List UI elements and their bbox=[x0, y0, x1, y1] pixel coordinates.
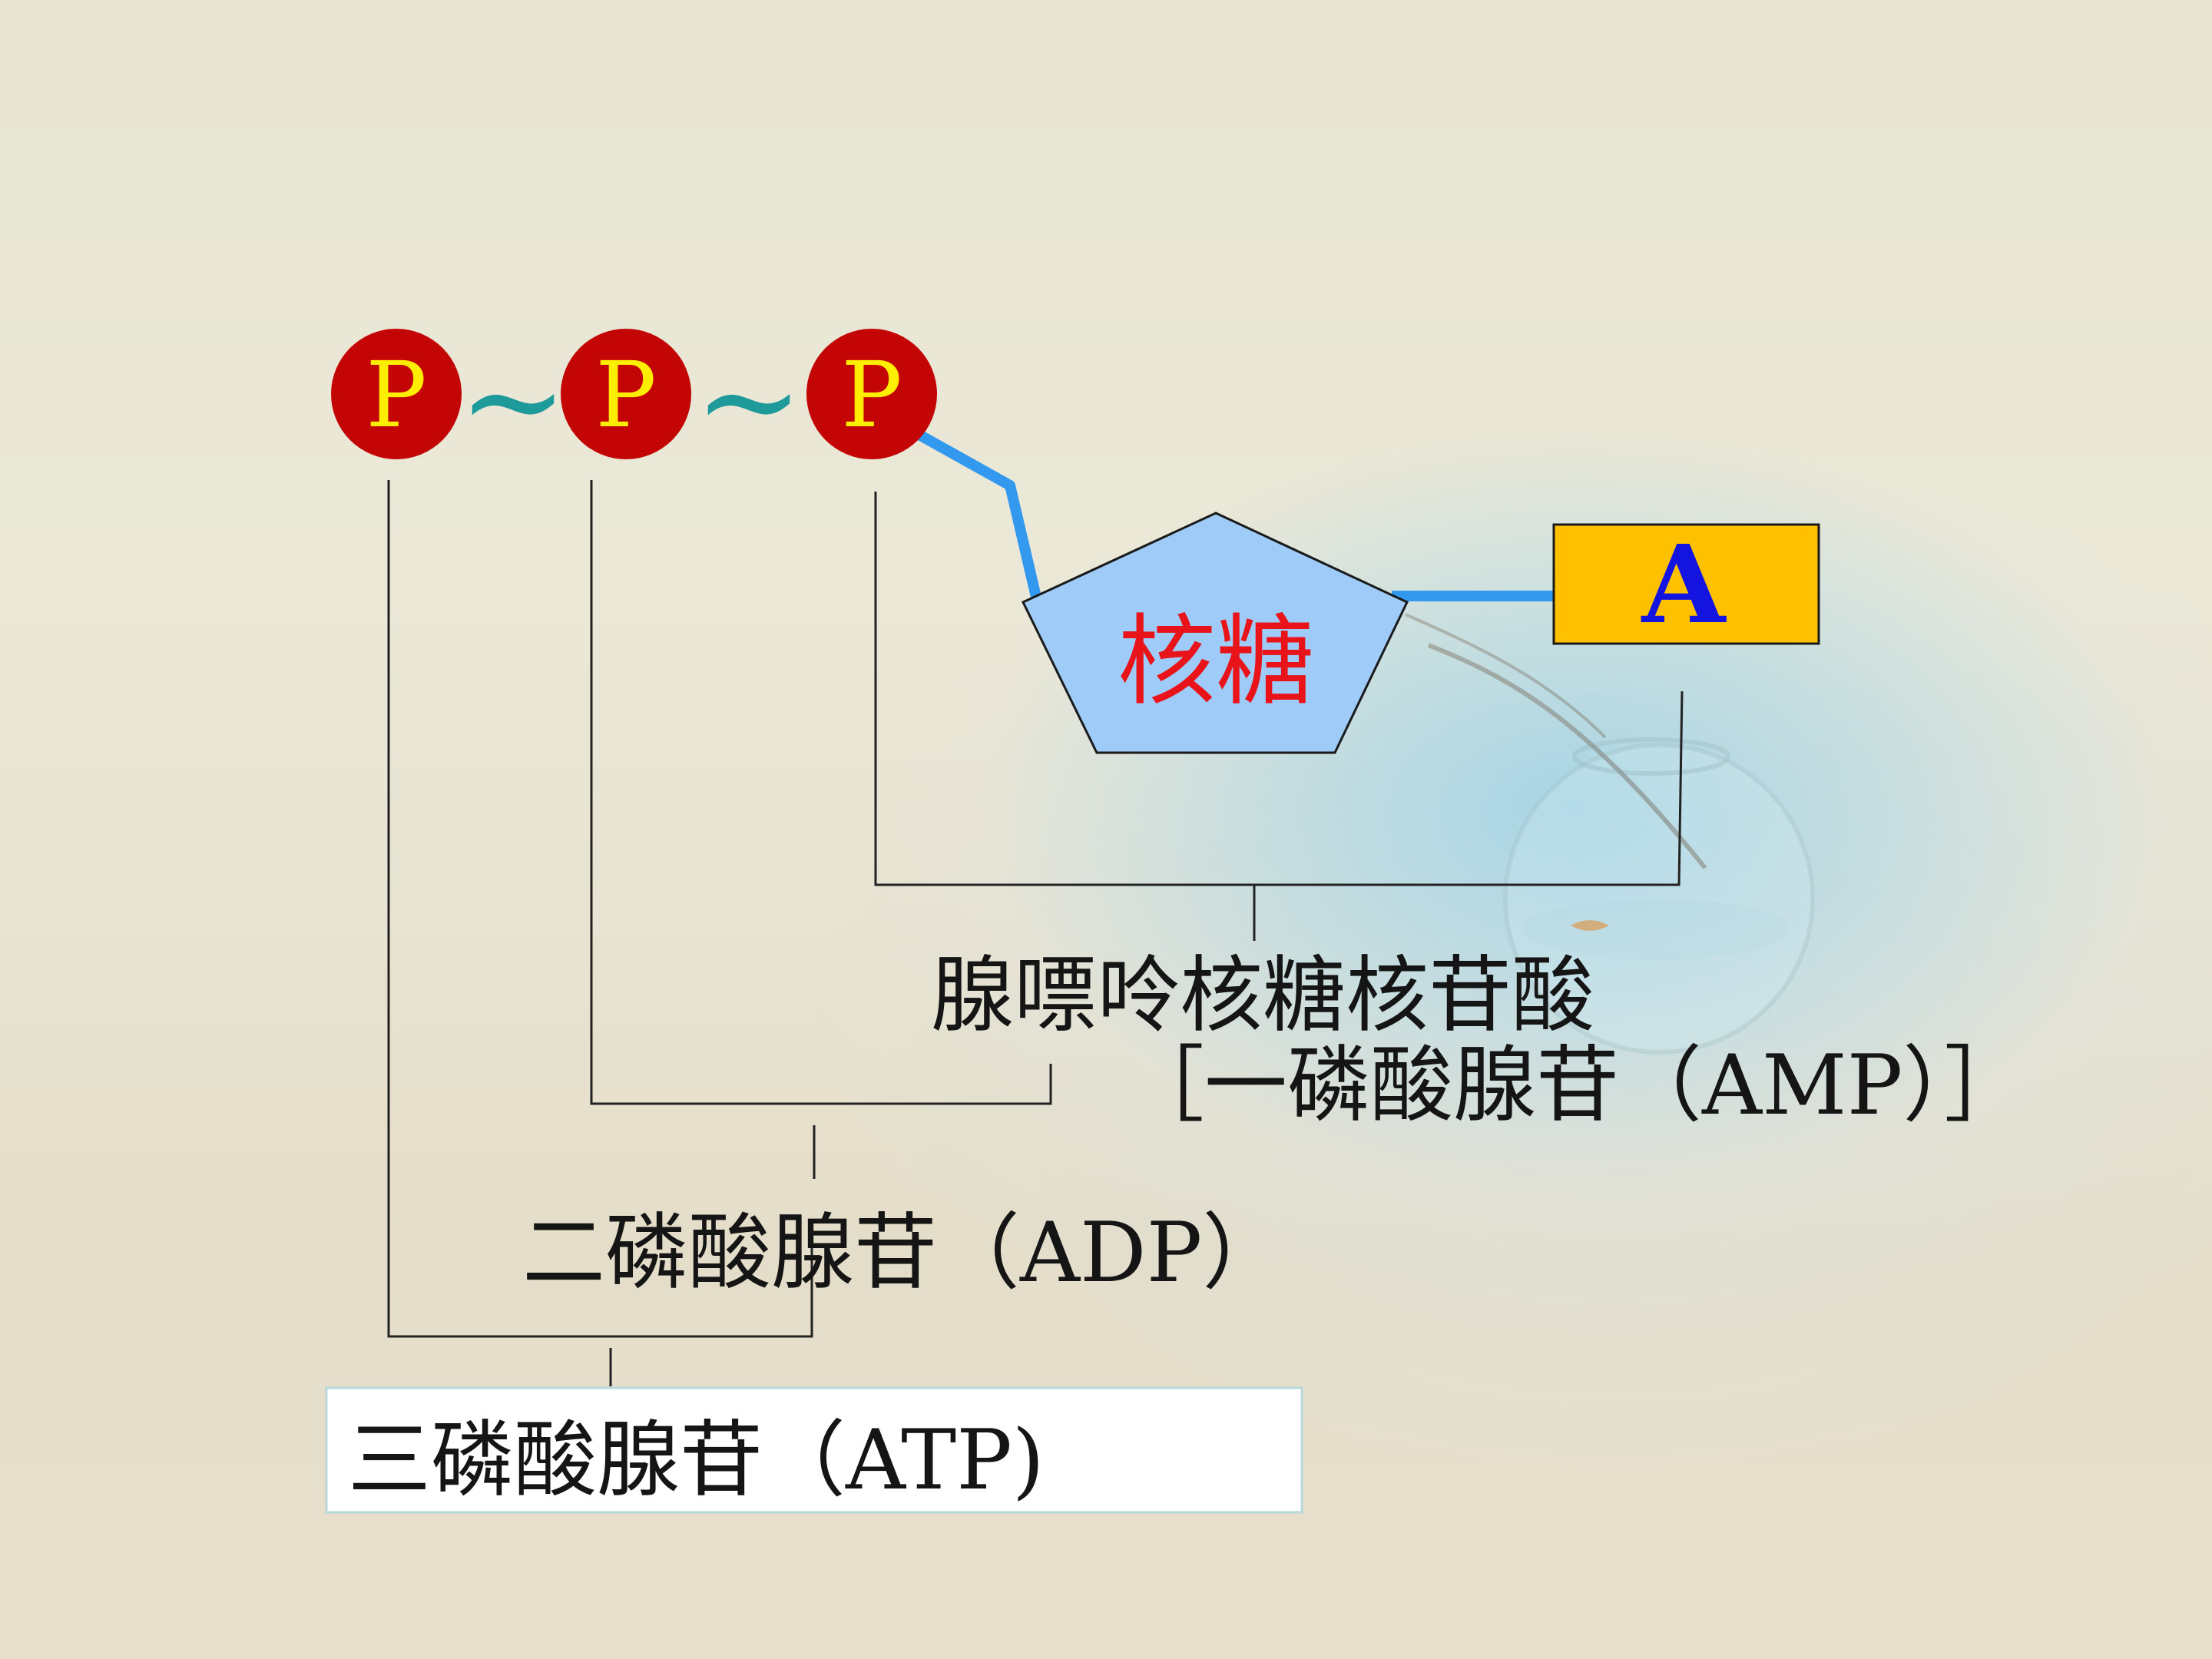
background-vase-decoration bbox=[1405, 613, 1815, 1055]
atp-bracket bbox=[387, 480, 813, 1386]
amp-name-line1: 腺嘌呤核糖核苷酸 bbox=[931, 948, 1594, 1044]
phosphate-1-label: P bbox=[366, 342, 426, 448]
bond-lines bbox=[915, 429, 1555, 608]
atp-name: 三磷酸腺苷（ATP) bbox=[348, 1412, 1045, 1508]
adp-bracket bbox=[590, 480, 1052, 1179]
phosphate-3: P bbox=[806, 329, 937, 459]
adenine-base: A bbox=[1552, 522, 1820, 648]
adp-name: 二磷酸腺苷（ADP） bbox=[522, 1205, 1285, 1301]
high-energy-bond-2: ~ bbox=[694, 325, 803, 477]
atp-name-box: 三磷酸腺苷（ATP) bbox=[325, 1386, 1303, 1514]
high-energy-bond-1: ~ bbox=[459, 325, 568, 477]
phosphate-1: P bbox=[331, 329, 462, 459]
phosphate-2: P bbox=[561, 329, 691, 459]
phosphate-2-label: P bbox=[595, 342, 656, 448]
phosphate-3-label: P bbox=[841, 342, 902, 448]
amp-bracket bbox=[874, 492, 1684, 941]
ribose-label: 核糖 bbox=[1118, 604, 1314, 719]
phosphate-sugar-bond bbox=[915, 429, 1044, 608]
amp-name-line2: ［一磷酸腺苷（AMP）］ bbox=[1121, 1038, 2027, 1134]
adenine-label: A bbox=[1641, 522, 1727, 648]
ribose-sugar: 核糖 bbox=[1021, 512, 1409, 754]
